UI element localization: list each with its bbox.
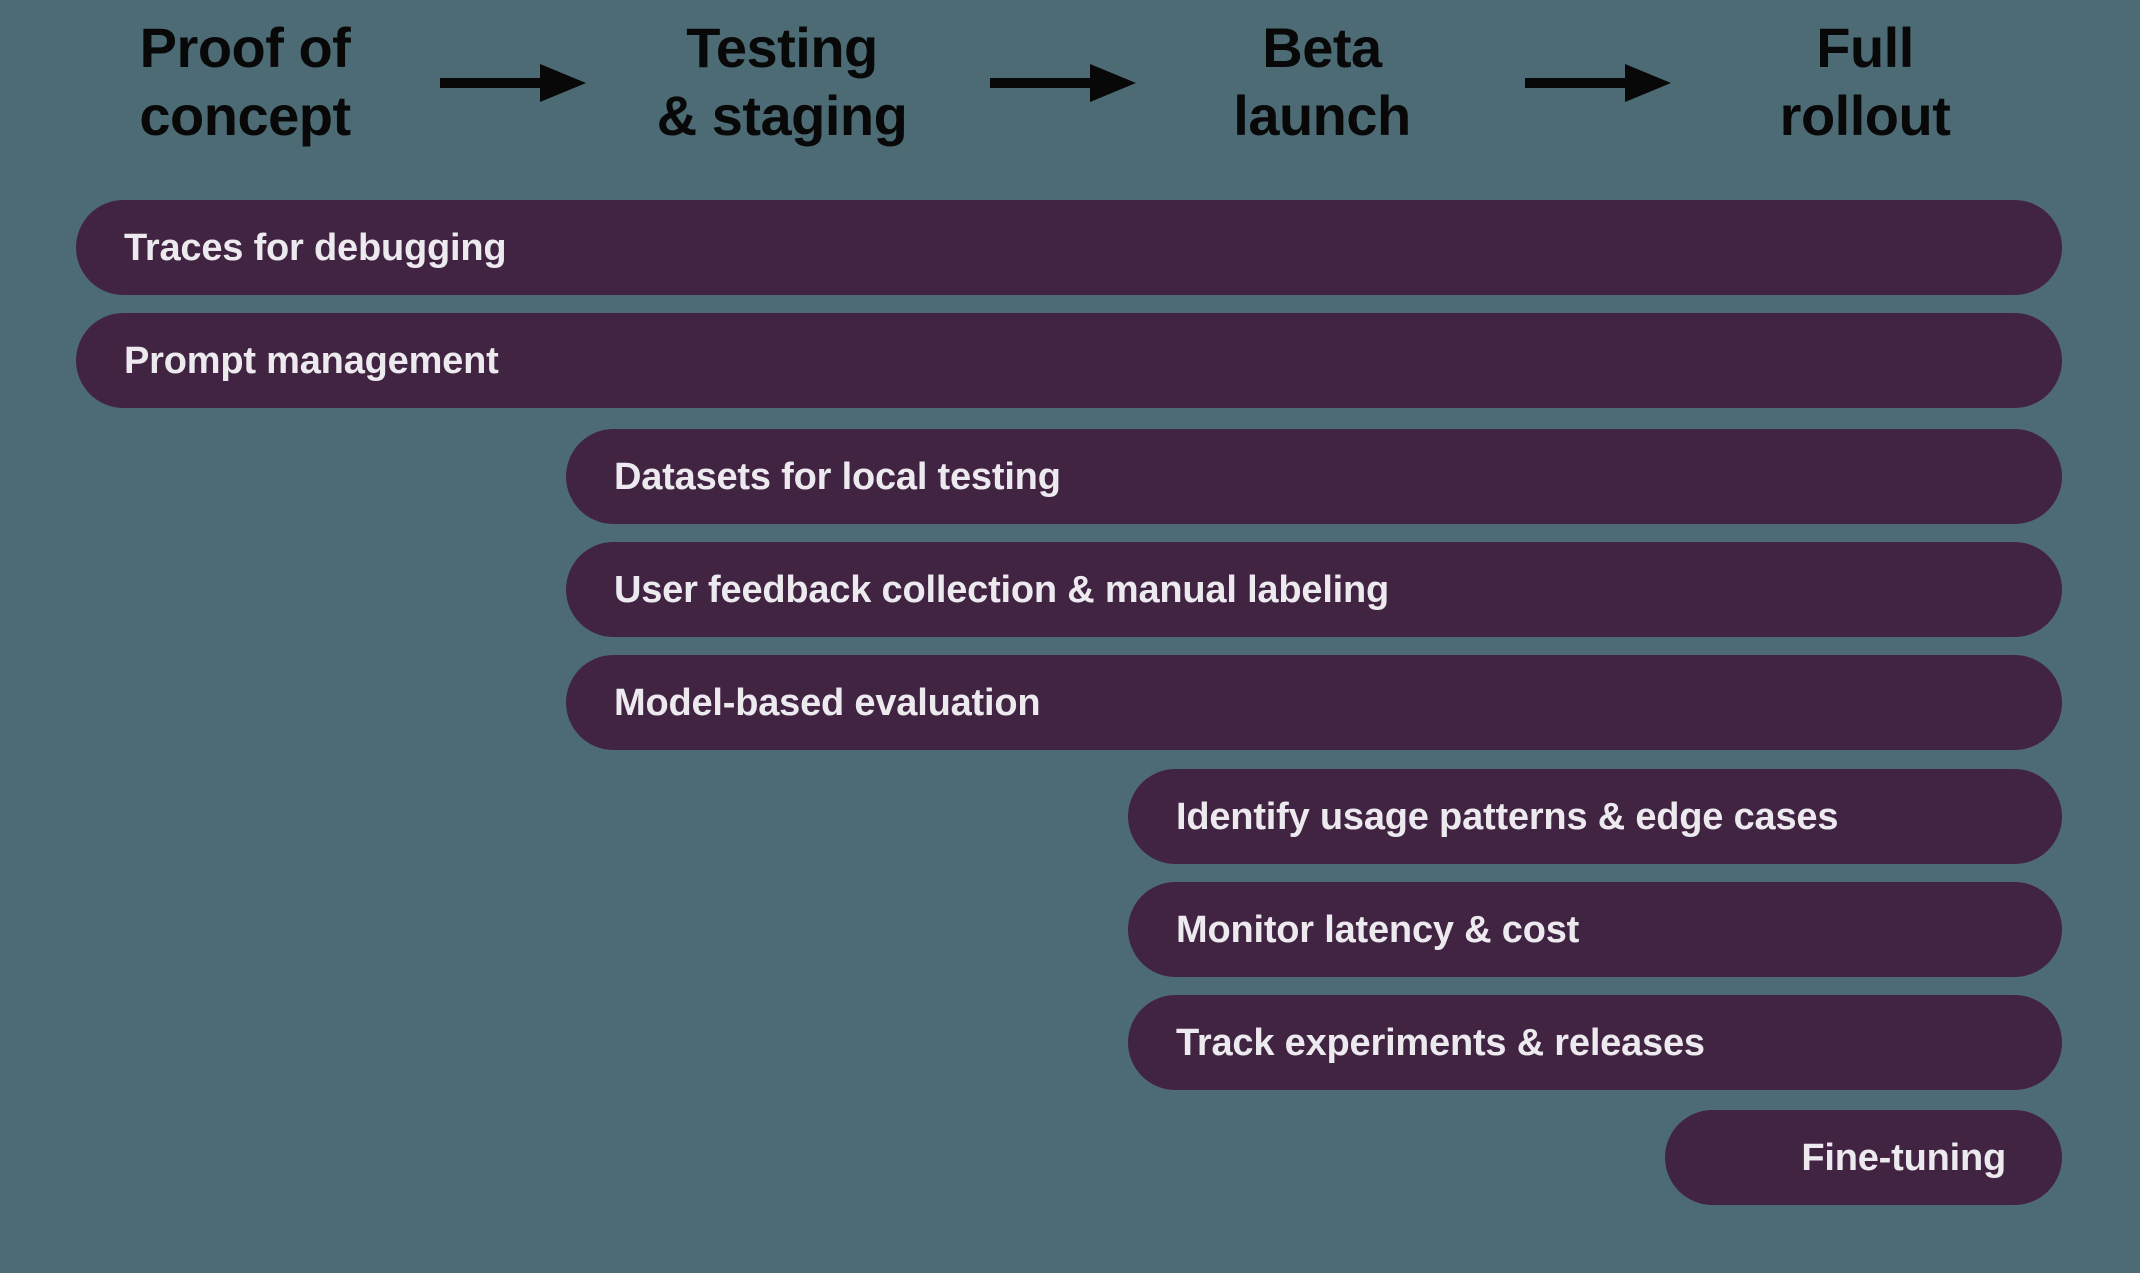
capability-pill-label: User feedback collection & manual labeli… bbox=[614, 568, 1390, 611]
capability-pill[interactable]: Datasets for local testing bbox=[566, 429, 2062, 524]
capability-pill-label: Identify usage patterns & edge cases bbox=[1176, 795, 1839, 838]
capability-pill-label: Fine-tuning bbox=[1801, 1136, 2006, 1179]
capability-pill[interactable]: Monitor latency & cost bbox=[1128, 882, 2062, 977]
capability-pill[interactable]: Fine-tuning bbox=[1665, 1110, 2062, 1205]
capability-pill-label: Track experiments & releases bbox=[1176, 1021, 1705, 1064]
arrow-poc-to-testing-icon bbox=[440, 60, 586, 106]
capability-pill[interactable]: Prompt management bbox=[76, 313, 2062, 408]
stage-label-4: Full rollout bbox=[1779, 16, 1951, 147]
capability-pill-label: Monitor latency & cost bbox=[1176, 908, 1580, 951]
capability-pill[interactable]: Track experiments & releases bbox=[1128, 995, 2062, 1090]
capability-pill-label: Model-based evaluation bbox=[614, 681, 1041, 724]
arrow-beta-to-rollout-icon bbox=[1525, 60, 1671, 106]
arrow-testing-to-beta-icon bbox=[990, 60, 1136, 106]
capability-pill-label: Traces for debugging bbox=[124, 226, 507, 269]
stage-label-3: Beta launch bbox=[1233, 16, 1411, 147]
capability-pill-label: Prompt management bbox=[124, 339, 499, 382]
stage-label-2: Testing & staging bbox=[656, 16, 908, 147]
capability-pill[interactable]: Model-based evaluation bbox=[566, 655, 2062, 750]
capability-pill[interactable]: User feedback collection & manual labeli… bbox=[566, 542, 2062, 637]
stage-label-1: Proof of concept bbox=[139, 16, 351, 147]
capability-pill[interactable]: Identify usage patterns & edge cases bbox=[1128, 769, 2062, 864]
capability-pill-label: Datasets for local testing bbox=[614, 455, 1061, 498]
capability-pill[interactable]: Traces for debugging bbox=[76, 200, 2062, 295]
